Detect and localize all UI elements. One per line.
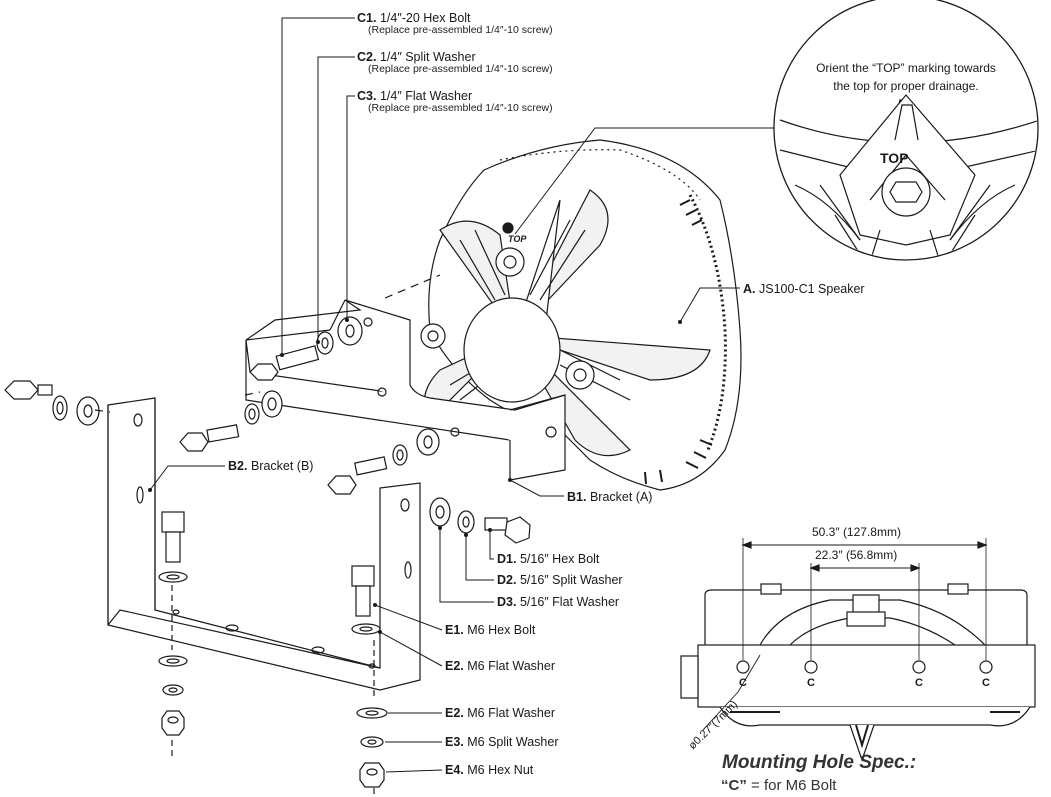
label-e3: E3. M6 Split Washer: [445, 735, 559, 749]
dimension-outer: 50.3″ (127.8mm): [812, 525, 901, 539]
label-e2-upper: E2. M6 Flat Washer: [445, 659, 556, 673]
hole-label-3: C: [915, 677, 923, 689]
d-hardware: [429, 497, 531, 544]
mounting-spec-title: Mounting Hole Spec.:: [722, 752, 917, 773]
label-d3: D3. 5/16″ Flat Washer: [497, 595, 620, 609]
label-e4: E4. M6 Hex Nut: [445, 763, 534, 777]
dimension-inner: 22.3″ (56.8mm): [815, 548, 898, 562]
bracket-b: [107, 397, 421, 691]
label-e1: E1. M6 Hex Bolt: [445, 623, 536, 637]
label-b2: B2. Bracket (B): [228, 459, 314, 473]
label-d2: D2. 5/16″ Split Washer: [497, 573, 623, 587]
c-hardware: [249, 316, 363, 381]
label-b1: B1. Bracket (A): [567, 490, 653, 504]
left-hardware-stack: [4, 380, 100, 426]
top-marking-detail: TOP: [880, 150, 909, 166]
drainage-instruction: Orient the “TOP” marking towards the top…: [816, 61, 996, 93]
hole-label-1: C: [739, 677, 747, 689]
mounting-spec-note: “C” = for M6 Bolt: [721, 777, 837, 794]
label-c2-note: (Replace pre-assembled 1/4″-10 screw): [368, 63, 553, 75]
label-c3-note: (Replace pre-assembled 1/4″-10 screw): [368, 102, 553, 114]
label-c3: C3. 1/4″ Flat Washer: [357, 89, 473, 103]
top-marking-speaker: TOP: [508, 234, 527, 244]
label-a: A. JS100-C1 Speaker: [743, 282, 865, 296]
label-e2-lower: E2. M6 Flat Washer: [445, 706, 556, 720]
label-d1: D1. 5/16″ Hex Bolt: [497, 552, 600, 566]
e-hardware-right: [351, 565, 388, 797]
label-c1-note: (Replace pre-assembled 1/4″-10 screw): [368, 24, 553, 36]
leader-lines: [149, 17, 780, 773]
hole-label-4: C: [982, 677, 990, 689]
mounting-hole-spec-drawing: [680, 538, 1036, 762]
label-c2: C2. 1/4″ Split Washer: [357, 50, 476, 64]
speaker-body: [420, 139, 742, 491]
top-detail-callout: [773, 0, 1039, 261]
label-c1: C1. 1/4″-20 Hex Bolt: [357, 11, 471, 25]
mid-hardware: [179, 390, 440, 495]
e-hardware-left: [158, 511, 188, 760]
hole-label-2: C: [807, 677, 815, 689]
